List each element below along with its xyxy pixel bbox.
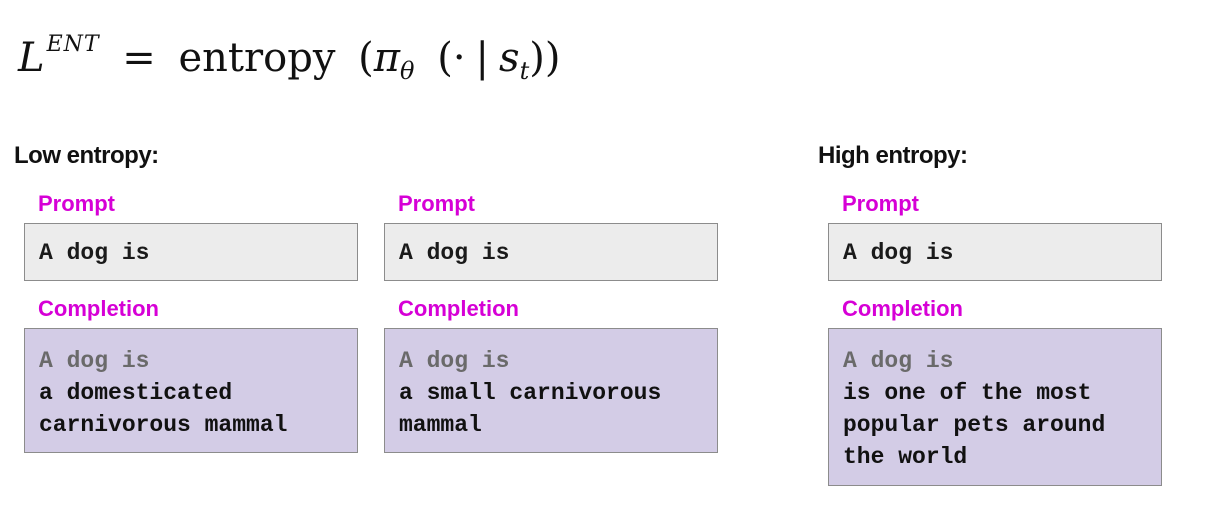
completion-label: Completion xyxy=(38,296,159,321)
close-parens: )) xyxy=(529,35,561,81)
prompt-label: Prompt xyxy=(38,191,115,216)
entropy-function-name: entropy xyxy=(178,35,336,81)
completion-prefix: A dog is xyxy=(843,348,954,374)
completion-label: Completion xyxy=(398,296,519,321)
open-paren: ( xyxy=(358,35,374,81)
given-bar: | xyxy=(475,35,490,81)
completion-text: a small carnivorous mammal xyxy=(399,380,662,438)
completion-text: a domesticated carnivorous mammal xyxy=(39,380,288,438)
prompt-box: A dog is xyxy=(384,223,718,281)
prompt-box: A dog is xyxy=(24,223,358,281)
equals-sign: = xyxy=(122,35,156,81)
prompt-box: A dog is xyxy=(828,223,1162,281)
high-entropy-heading: High entropy: xyxy=(818,142,968,169)
low-entropy-heading: Low entropy: xyxy=(14,142,159,169)
argument-dot: · xyxy=(452,35,466,81)
prompt-label: Prompt xyxy=(842,191,919,216)
completion-box: A dog is is one of the most popular pets… xyxy=(828,328,1162,486)
completion-text: is one of the most popular pets around t… xyxy=(843,380,1106,470)
policy-subscript: θ xyxy=(400,57,415,85)
completion-prefix: A dog is xyxy=(399,348,510,374)
policy-symbol: π xyxy=(373,35,401,81)
state-subscript: t xyxy=(519,57,530,85)
loss-symbol: L xyxy=(18,35,45,81)
state-symbol: s xyxy=(499,35,520,81)
open-paren-inner: ( xyxy=(437,35,453,81)
completion-box: A dog is a small carnivorous mammal xyxy=(384,328,718,453)
completion-label: Completion xyxy=(842,296,963,321)
completion-prefix: A dog is xyxy=(39,348,150,374)
completion-box: A dog is a domesticated carnivorous mamm… xyxy=(24,328,358,453)
prompt-label: Prompt xyxy=(398,191,475,216)
loss-superscript: ENT xyxy=(46,32,100,57)
entropy-loss-formula: LENT = entropy (πθ (·|st)) xyxy=(18,10,560,106)
